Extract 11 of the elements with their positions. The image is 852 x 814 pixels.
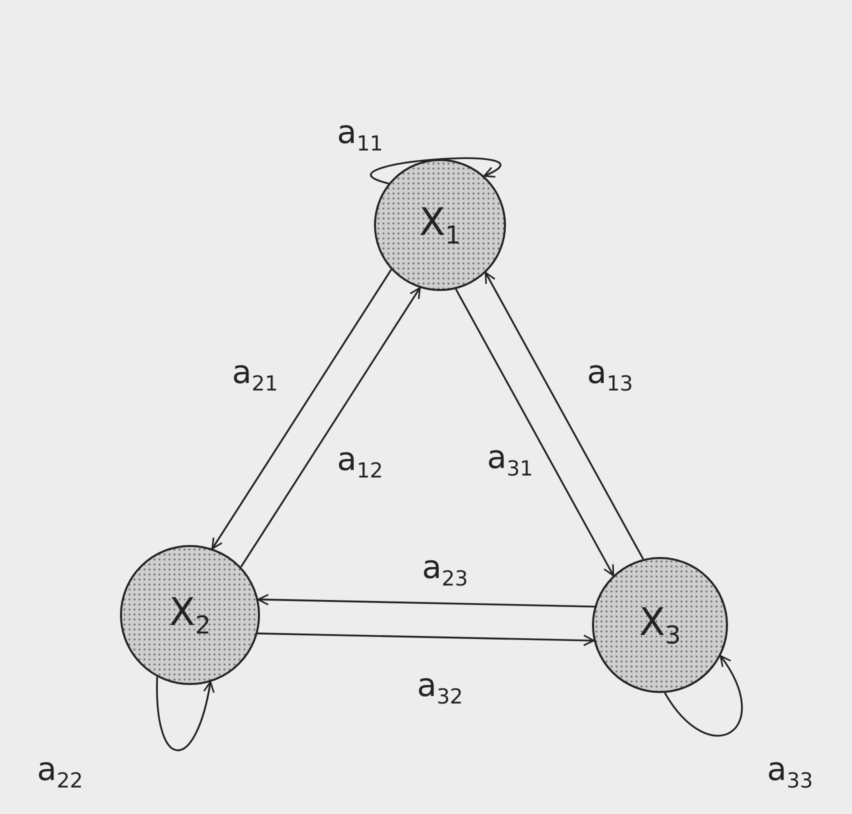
arrow bbox=[664, 655, 743, 736]
node-label: X$_{3}$ bbox=[639, 600, 681, 650]
arrow bbox=[258, 632, 595, 646]
arrow bbox=[240, 287, 421, 568]
node-label: X$_{1}$ bbox=[419, 200, 461, 250]
arrow bbox=[370, 157, 500, 184]
arrow bbox=[257, 594, 595, 608]
arrow bbox=[212, 269, 392, 550]
arrow bbox=[156, 676, 214, 751]
node-label: X$_{2}$ bbox=[169, 590, 211, 640]
arrow bbox=[455, 288, 614, 576]
